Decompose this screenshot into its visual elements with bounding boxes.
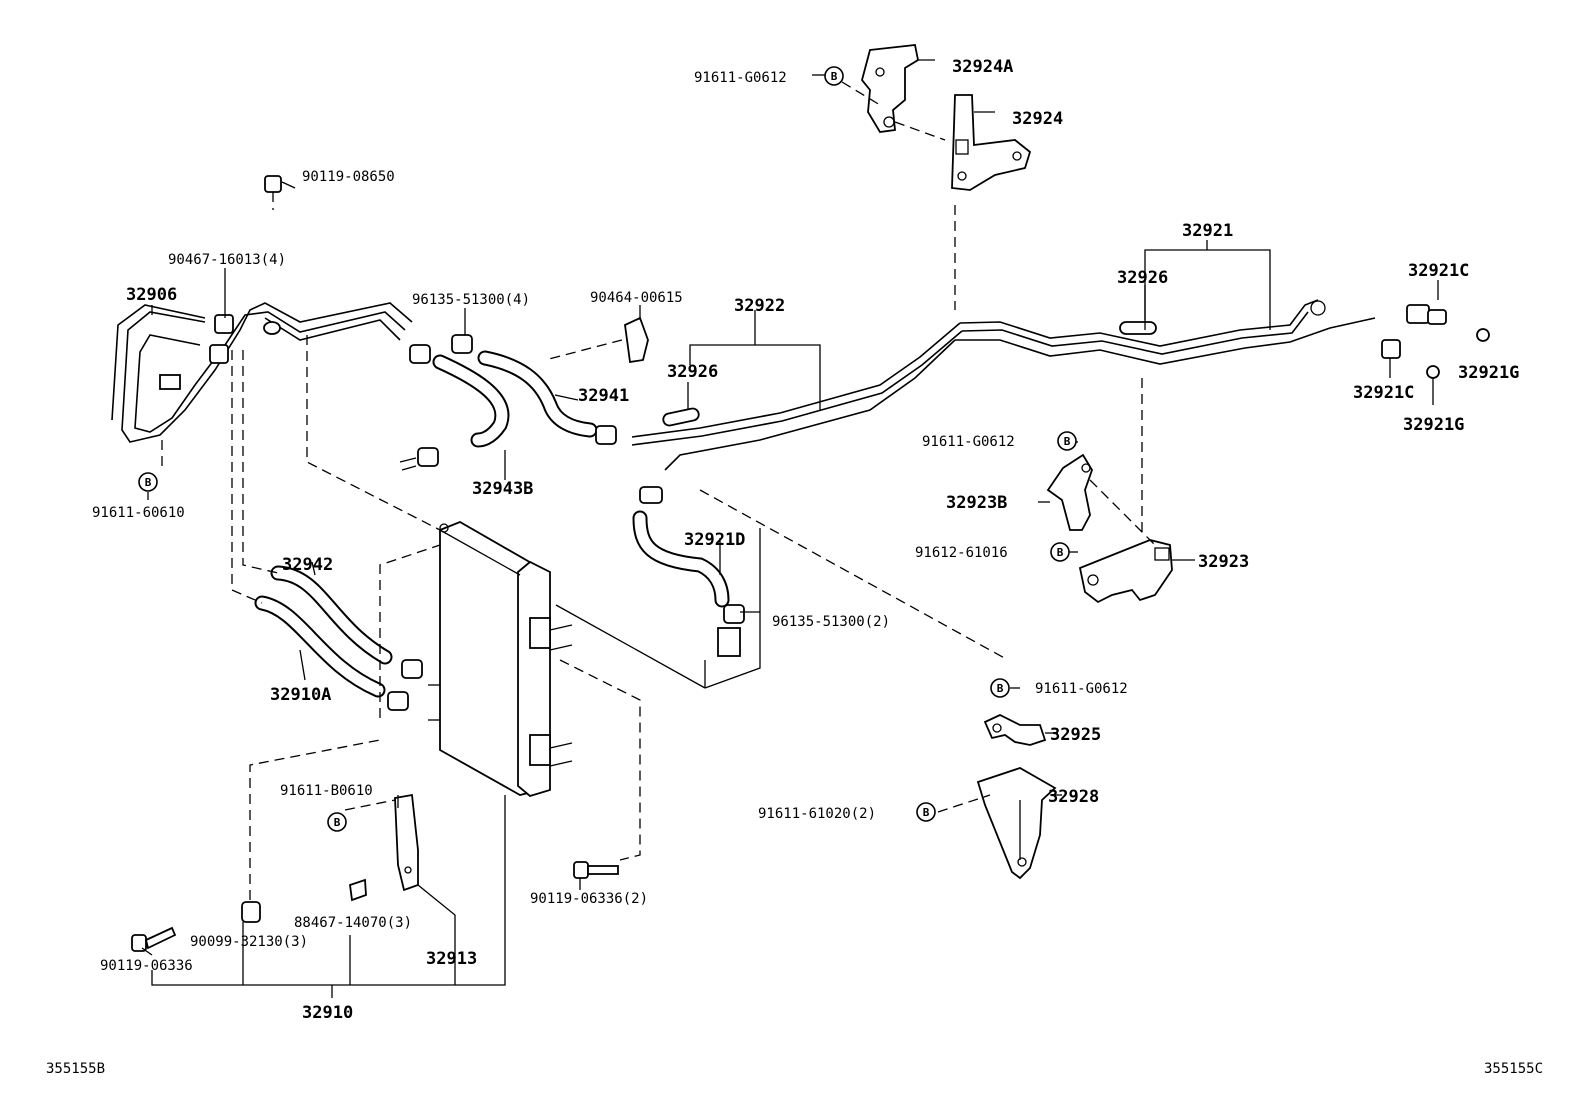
hose-32942 [270,565,393,665]
corner-code-right: 355155C [1484,1061,1543,1077]
label-91612-61016: 91612-61016 [915,545,1008,561]
bracket-32923B [1046,453,1093,531]
bolt-90119-06336-2 [573,861,619,879]
svg-text:B: B [145,476,152,489]
hose-32941 [477,350,598,438]
bolt-mark-91611-G0612-mid: B [1057,431,1077,451]
label-32921G-top: 32921G [1458,363,1519,383]
label-32921: 32921 [1182,221,1233,241]
grommet-88467-14070 [349,878,367,902]
label-32922: 32922 [734,296,785,316]
bolt-mark-91611-B0610: B [327,812,347,832]
bolt-90119-06336 [131,926,177,952]
label-32925: 32925 [1050,725,1101,745]
bolt-90119-08650 [264,175,282,210]
svg-text:B: B [831,70,838,83]
label-91611-B0610: 91611-B0610 [280,783,373,799]
label-91611-G0612-mid: 91611-G0612 [922,434,1015,450]
label-32942: 32942 [282,555,333,575]
label-32921C-bottom: 32921C [1353,383,1414,403]
label-90464-00615: 90464-00615 [590,290,683,306]
bracket-32928 [976,767,1057,880]
label-32906: 32906 [126,285,177,305]
pipe-32906 [111,302,413,443]
label-32913: 32913 [426,949,477,969]
clamp-32925 [983,714,1047,746]
label-32910A: 32910A [270,685,331,705]
sleeve-32926-right [1119,321,1157,335]
label-90119-08650: 90119-08650 [302,169,395,185]
label-91611-60610: 91611-60610 [92,505,185,521]
bracket-32924 [951,94,1032,191]
fitting-32921C-top [1406,304,1447,325]
bracket-32923 [1078,539,1173,604]
clip-90464-00615 [624,316,649,364]
oil-cooler-32910 [428,521,761,798]
label-91611-61020: 91611-61020(2) [758,806,876,822]
label-32921D: 32921D [684,530,745,550]
label-90119-06336: 90119-06336 [100,958,193,974]
bolt-mark-91611-G0612-low: B [990,678,1010,698]
bolt-mark-91611-G0612-top: B [824,66,844,86]
sleeve-32926-mid [662,407,700,427]
label-32924: 32924 [1012,109,1063,129]
bolt-mark-91611-60610: B [138,472,158,492]
label-32921C-top: 32921C [1408,261,1469,281]
label-32943B: 32943B [472,479,533,499]
bolt-mark-91612-61016: B [1050,542,1070,562]
bolt-hole-plate [263,321,281,335]
label-91611-G0612-low: 91611-G0612 [1035,681,1128,697]
clamp-90467-16013 [209,314,234,364]
svg-text:B: B [334,816,341,829]
bolt-mark-91611-61020: B [916,802,936,822]
cushion-90099-32130 [241,901,261,923]
label-32923B: 32923B [946,493,1007,513]
label-90119-06336-2: 90119-06336(2) [530,891,648,907]
label-91611-G0612-top: 91611-G0612 [694,70,787,86]
hose-32910A [254,595,386,698]
label-32923: 32923 [1198,552,1249,572]
bracket-pipe-clamp [159,374,181,390]
bracket-32924A [861,44,920,133]
svg-text:B: B [1064,435,1071,448]
hose-32943B [432,354,510,448]
label-88467-14070: 88467-14070(3) [294,915,412,931]
svg-text:B: B [997,682,1004,695]
hose-32921D [632,510,730,608]
label-32926-mid: 32926 [667,362,718,382]
corner-code-left: 355155B [46,1061,105,1077]
svg-text:B: B [923,806,930,819]
pipe-end-fitting [1310,300,1326,316]
svg-text:B: B [1057,546,1064,559]
fitting-32921C-bottom [1381,339,1401,359]
label-32924A: 32924A [952,57,1013,77]
label-90099-32130: 90099-32130(3) [190,934,308,950]
pipe-32921 [955,299,1376,365]
label-96135-51300-2: 96135-51300(2) [772,614,890,630]
label-32941: 32941 [578,386,629,406]
o-ring-32921G-bottom [1426,365,1440,379]
bracket-32913 [394,793,419,892]
label-32910: 32910 [302,1003,353,1023]
label-32926-right: 32926 [1117,268,1168,288]
hose-clamp-96135-51300 [387,334,745,711]
label-90467-16013: 90467-16013(4) [168,252,286,268]
label-32928: 32928 [1048,787,1099,807]
pipe-32922 [631,322,963,471]
o-ring-32921G-top [1476,328,1490,342]
label-32921G-bottom: 32921G [1403,415,1464,435]
label-96135-51300-4: 96135-51300(4) [412,292,530,308]
